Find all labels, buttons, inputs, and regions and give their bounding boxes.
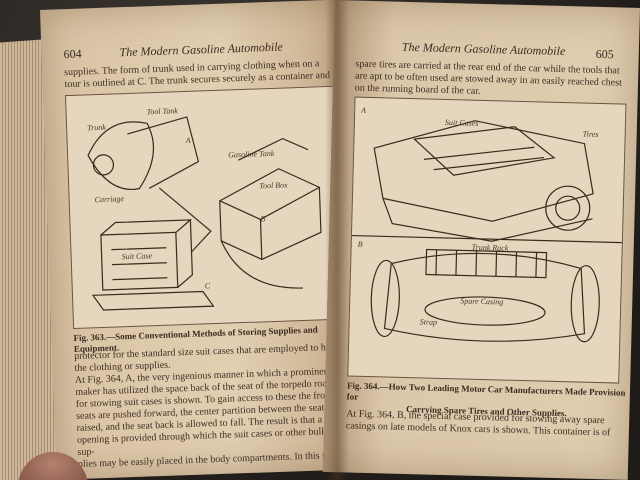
figure-label-suit-cases: Suit Cases xyxy=(444,117,479,128)
figure-364-illustration xyxy=(351,120,622,343)
figure-label-tires: Tires xyxy=(582,129,599,139)
figure-label-strap: Strap xyxy=(419,317,438,327)
figure-label-tool-box: Tool Box xyxy=(259,180,288,191)
figure-363-illustration xyxy=(87,116,322,311)
book-gutter xyxy=(325,0,349,480)
figure-363: A B C Tool Tank Trunk Gasoline Tank Tool… xyxy=(64,85,343,330)
figure-label-trunk: Trunk xyxy=(86,122,106,133)
left-page-number: 604 xyxy=(63,46,82,62)
figure-label-suit-case: Suit Case xyxy=(121,251,153,262)
figure-364: A B Suit Cases Tires Trunk Rack Spare Ca… xyxy=(347,96,627,384)
right-page: The Modern Gasoline Automobile 605 spare… xyxy=(322,0,640,480)
left-running-head: The Modern Gasoline Automobile xyxy=(119,39,284,60)
figure-label-b: B xyxy=(357,239,363,249)
left-body-text: protector for the standard size suit cas… xyxy=(74,342,350,471)
figure-label-c: C xyxy=(204,281,211,291)
figure-label-tool-tank: Tool Tank xyxy=(146,106,178,117)
figure-label-spare-casing: Spare Casing xyxy=(460,296,504,307)
figure-label-b: B xyxy=(260,214,266,224)
right-page-number: 605 xyxy=(595,46,614,62)
figure-label-a: A xyxy=(361,105,367,115)
figure-label-gasoline-tank: Gasoline Tank xyxy=(228,148,275,160)
right-top-text: spare tires are carried at the rear end … xyxy=(355,59,628,102)
figure-label-a: A xyxy=(185,135,191,145)
right-running-head: The Modern Gasoline Automobile xyxy=(401,39,566,59)
figure-label-carrier: Carriage xyxy=(94,194,125,205)
left-page: 604 The Modern Gasoline Automobile suppl… xyxy=(40,0,357,480)
figure-label-trunk-rack: Trunk Rack xyxy=(471,242,509,253)
